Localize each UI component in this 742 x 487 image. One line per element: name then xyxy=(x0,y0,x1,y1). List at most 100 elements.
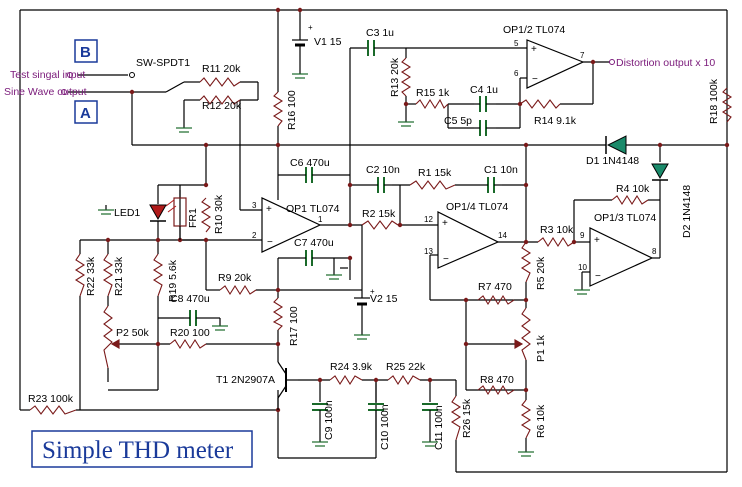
p2-label: P2 50k xyxy=(116,327,149,339)
c10-label: C10 100n xyxy=(379,404,391,450)
fr1-label: FR1 xyxy=(187,208,199,228)
r18-label: R18 100k xyxy=(708,78,720,124)
capacitor-symbols xyxy=(184,40,502,440)
r7-label: R7 470 xyxy=(478,281,512,293)
v1-plus: + xyxy=(308,23,313,32)
c2-label: C2 10n xyxy=(366,164,400,176)
svg-text:+: + xyxy=(266,204,272,215)
r24-label: R24 3.9k xyxy=(330,361,373,373)
r1-label: R1 15k xyxy=(418,167,452,179)
b-box xyxy=(74,39,98,63)
c7-label: C7 470u xyxy=(294,237,334,249)
svg-text:12: 12 xyxy=(424,215,433,224)
r17-label: R17 100 xyxy=(288,306,300,346)
v2-label: V2 15 xyxy=(370,293,398,305)
op4-label: OP1/4 TL074 xyxy=(446,201,508,213)
svg-text:2: 2 xyxy=(252,231,257,240)
svg-text:+: + xyxy=(531,44,537,55)
r22-label: R22 33k xyxy=(85,256,97,296)
r13-label: R13 20k xyxy=(389,57,401,97)
svg-text:6: 6 xyxy=(514,69,519,78)
test-input-label: Test singal input xyxy=(10,69,85,81)
vertical-component-labels: R13 20k R16 100 R18 100k FR1 R10 30k D2 … xyxy=(85,57,720,450)
r20-label: R20 100 xyxy=(170,327,210,339)
switch-contact xyxy=(129,72,135,78)
opamp-symbols xyxy=(261,39,654,287)
r12-label: R12 20k xyxy=(202,100,242,112)
r6-label: R6 10k xyxy=(535,404,547,438)
r2-label: R2 15k xyxy=(362,208,396,220)
b-label: B xyxy=(80,44,91,61)
svg-text:1: 1 xyxy=(318,215,323,224)
r10-label: R10 30k xyxy=(213,194,225,234)
d1-label: D1 1N4148 xyxy=(586,155,639,167)
svg-text:9: 9 xyxy=(580,231,585,240)
d2-label: D2 1N4148 xyxy=(681,185,693,238)
t1-label: T1 2N2907A xyxy=(216,374,275,386)
svg-text:−: − xyxy=(532,74,538,85)
r19-label: R19 5.6k xyxy=(167,259,179,302)
svg-text:14: 14 xyxy=(498,231,507,240)
a-box xyxy=(74,100,98,124)
a-label: A xyxy=(80,105,91,122)
wires xyxy=(19,9,728,473)
sine-output-terminal xyxy=(61,89,67,95)
r25-label: R25 22k xyxy=(386,361,426,373)
svg-text:+: + xyxy=(442,218,448,229)
r26-label: R26 15k xyxy=(461,398,473,438)
page-title: Simple THD meter xyxy=(42,437,234,464)
r23-label: R23 100k xyxy=(28,393,74,405)
svg-text:13: 13 xyxy=(424,247,433,256)
c9-label: C9 100n xyxy=(323,400,335,440)
c5-label: C5 5p xyxy=(444,115,472,127)
r15-label: R15 1k xyxy=(416,87,450,99)
c8-label: C8 470u xyxy=(170,293,210,305)
c6-label: C6 470u xyxy=(290,157,330,169)
svg-text:−: − xyxy=(595,271,601,282)
svg-text:−: − xyxy=(443,254,449,265)
led1-label: LED1 xyxy=(114,207,140,219)
pin-numbers: 5 6 7 3 2 1 12 13 14 9 10 8 xyxy=(252,39,657,272)
r21-label: R21 33k xyxy=(113,256,125,296)
c1-label: C1 10n xyxy=(484,164,518,176)
title-box xyxy=(31,430,253,468)
svg-text:7: 7 xyxy=(580,51,585,60)
r8-label: R8 470 xyxy=(480,374,514,386)
r4-label: R4 10k xyxy=(616,183,650,195)
op3-label: OP1/3 TL074 xyxy=(594,212,656,224)
r11-label: R11 20k xyxy=(202,63,241,75)
svg-text:10: 10 xyxy=(578,263,587,272)
op1-label: OP1 TL074 xyxy=(286,203,340,215)
svg-text:5: 5 xyxy=(514,39,519,48)
c4-label: C4 1u xyxy=(470,84,498,96)
switch-label: SW-SPDT1 xyxy=(136,57,190,69)
ground-symbols xyxy=(98,60,590,457)
opamp-signs: + − + − + − + − xyxy=(266,44,601,282)
svg-text:+: + xyxy=(594,235,600,246)
test-input-terminal xyxy=(67,72,73,78)
resistor-symbols xyxy=(29,57,733,441)
component-labels: R11 20k R12 20k V1 15 C3 1u OP1/2 TL074 … xyxy=(28,24,656,405)
v1-label: V1 15 xyxy=(314,36,342,48)
r3-label: R3 10k xyxy=(540,224,574,236)
diode-symbols xyxy=(149,135,669,225)
r5-label: R5 20k xyxy=(535,256,547,290)
r16-label: R16 100 xyxy=(286,90,298,130)
r9-label: R9 20k xyxy=(218,272,252,284)
svg-text:−: − xyxy=(267,237,273,248)
op2-label: OP1/2 TL074 xyxy=(503,24,565,36)
c11-label: C11 100n xyxy=(433,405,445,450)
battery-symbols xyxy=(292,30,370,316)
transistor-t1 xyxy=(277,358,298,410)
c3-label: C3 1u xyxy=(366,27,394,39)
svg-text:8: 8 xyxy=(652,247,657,256)
v2-plus: + xyxy=(370,287,375,296)
distortion-output-label: Distortion output x 10 xyxy=(616,57,715,69)
r14-label: R14 9.1k xyxy=(534,115,577,127)
sine-output-label: Sine Wave output xyxy=(4,86,87,98)
svg-text:3: 3 xyxy=(252,201,257,210)
p1-label: P1 1k xyxy=(535,334,547,362)
output-terminal xyxy=(609,59,615,65)
